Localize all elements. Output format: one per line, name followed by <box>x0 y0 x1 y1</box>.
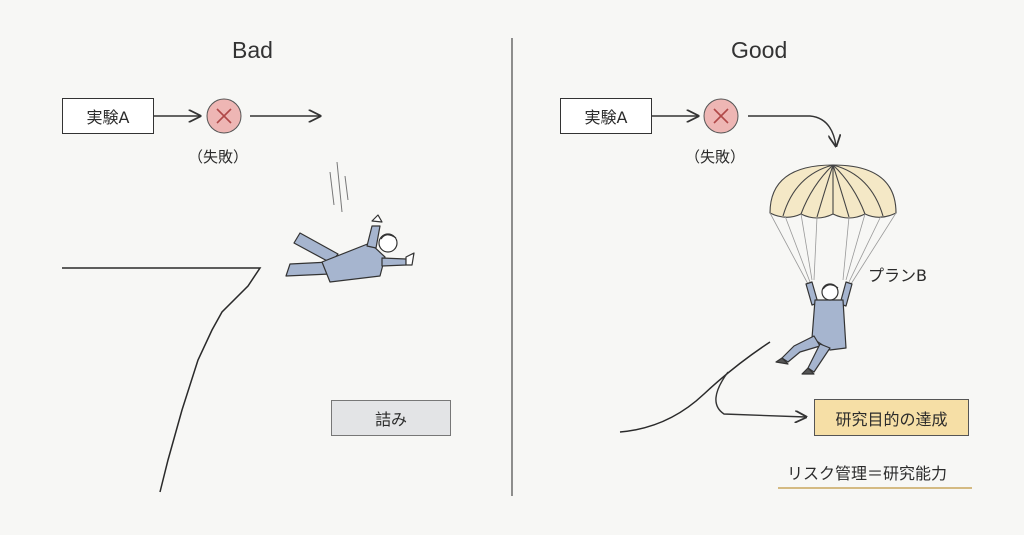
cliff-icon <box>62 267 262 493</box>
good-experiment-box: 実験A <box>560 98 652 134</box>
summary-label: リスク管理＝研究能力 <box>787 464 948 483</box>
good-arrow-to-outcome <box>715 371 806 417</box>
good-cross-icon <box>703 98 739 134</box>
good-outcome-label: 研究目的の達成 <box>835 409 948 429</box>
plan-b-label: プランB <box>868 266 927 285</box>
good-title: Good <box>731 37 788 63</box>
bad-cross-icon <box>206 98 242 134</box>
bad-outcome-box: 詰み <box>331 400 451 436</box>
slope-icon <box>619 341 771 433</box>
bad-experiment-box: 実験A <box>62 98 154 134</box>
bad-experiment-label: 実験A <box>86 108 130 127</box>
fall-motion-lines <box>329 161 349 213</box>
good-arrow-to-parachute <box>748 115 836 146</box>
bad-failure-label: （失敗） <box>188 148 249 166</box>
parachute-icon <box>769 164 897 285</box>
falling-person-icon <box>285 214 415 283</box>
bad-title: Bad <box>232 37 273 63</box>
bad-outcome-label: 詰み <box>374 410 407 429</box>
parachuting-person-icon <box>775 281 853 375</box>
good-failure-label: （失敗） <box>685 148 746 166</box>
good-outcome-box: 研究目的の達成 <box>814 399 969 436</box>
good-experiment-label: 実験A <box>584 108 628 127</box>
